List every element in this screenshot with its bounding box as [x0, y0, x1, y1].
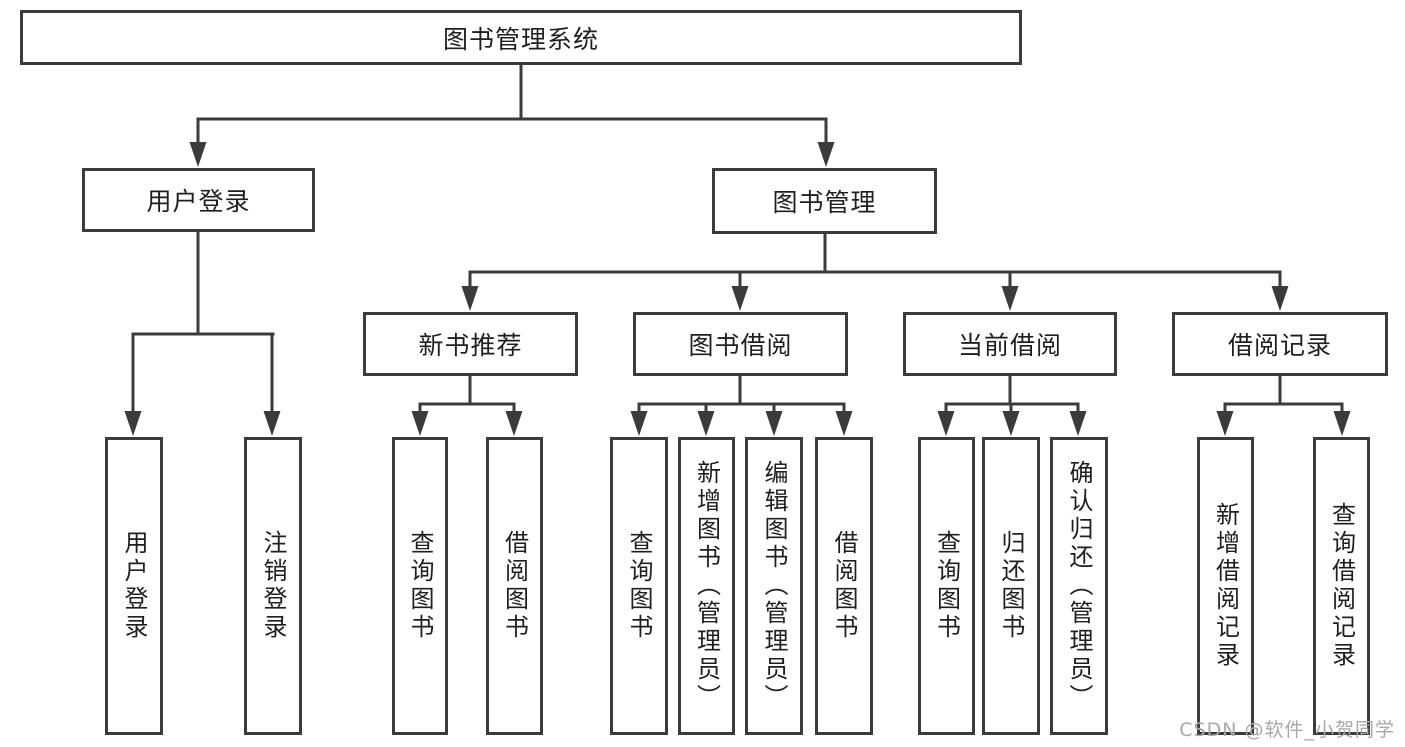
node-leaf-add-borrow-record: 新增借阅记录 — [1197, 437, 1254, 735]
node-root-label: 图书管理系统 — [442, 24, 599, 54]
node-leaf-query-book-1: 查询图书 — [392, 437, 448, 735]
node-leaf-query-borrow-record: 查询借阅记录 — [1313, 437, 1370, 735]
node-leaf-user-login: 用户登录 — [105, 437, 163, 735]
node-leaf-confirm-return-admin-label: 确认归还（管理员） — [1065, 460, 1093, 712]
node-leaf-add-book-admin: 新增图书（管理员） — [678, 437, 735, 735]
node-leaf-logout-label: 注销登录 — [259, 530, 287, 642]
node-leaf-user-login-label: 用户登录 — [120, 530, 148, 642]
node-current-borrow: 当前借阅 — [903, 312, 1117, 376]
node-leaf-query-book-3: 查询图书 — [918, 437, 975, 735]
node-current-borrow-label: 当前借阅 — [957, 331, 1062, 360]
node-leaf-add-borrow-record-label: 新增借阅记录 — [1211, 502, 1240, 670]
node-leaf-query-book-2: 查询图书 — [610, 437, 668, 735]
node-book-management: 图书管理 — [712, 168, 937, 234]
node-book-borrow: 图书借阅 — [633, 312, 848, 376]
node-leaf-query-book-1-label: 查询图书 — [406, 530, 434, 642]
node-new-book-recommend: 新书推荐 — [363, 312, 578, 376]
node-leaf-add-book-admin-label: 新增图书（管理员） — [692, 460, 721, 712]
node-new-book-recommend-label: 新书推荐 — [418, 331, 523, 360]
node-leaf-logout: 注销登录 — [244, 437, 302, 735]
node-leaf-confirm-return-admin: 确认归还（管理员） — [1050, 437, 1108, 735]
node-user-login-label: 用户登录 — [146, 187, 251, 216]
watermark: CSDN @软件_小贺同学 — [1179, 719, 1395, 741]
node-leaf-query-borrow-record-label: 查询借阅记录 — [1327, 502, 1356, 670]
node-leaf-borrow-book-1-label: 借阅图书 — [500, 530, 529, 642]
node-leaf-edit-book-admin: 编辑图书（管理员） — [745, 437, 803, 735]
node-leaf-borrow-book-1: 借阅图书 — [486, 437, 543, 735]
node-root: 图书管理系统 — [20, 10, 1022, 65]
node-leaf-return-book-label: 归还图书 — [997, 530, 1025, 642]
node-leaf-borrow-book-2-label: 借阅图书 — [830, 530, 858, 642]
node-leaf-query-book-2-label: 查询图书 — [625, 530, 653, 642]
node-leaf-query-book-3-label: 查询图书 — [932, 530, 961, 642]
node-leaf-edit-book-admin-label: 编辑图书（管理员） — [760, 460, 788, 712]
node-book-management-label: 图书管理 — [772, 188, 877, 217]
node-leaf-return-book: 归还图书 — [982, 437, 1040, 735]
node-borrow-records-label: 借阅记录 — [1227, 331, 1332, 360]
node-book-borrow-label: 图书借阅 — [688, 331, 793, 360]
node-leaf-borrow-book-2: 借阅图书 — [815, 437, 873, 735]
node-borrow-records: 借阅记录 — [1172, 312, 1388, 376]
node-user-login: 用户登录 — [82, 168, 315, 232]
